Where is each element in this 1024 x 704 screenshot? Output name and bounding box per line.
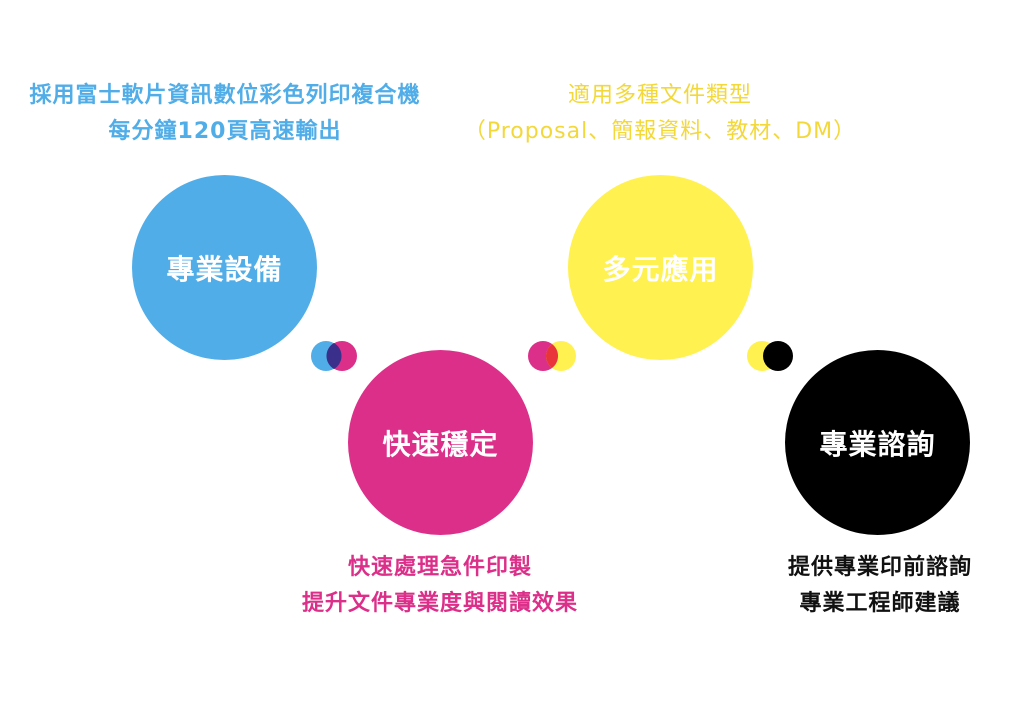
circle-label: 專業諮詢 [819,427,936,461]
caption-line: 每分鐘120頁高速輸出 [108,119,342,144]
caption-line: （Proposal、簡報資料、教材、DM） [463,119,857,144]
circle-diverse-applications: 多元應用 [568,175,753,360]
caption-fast-stable: 快速處理急件印製 提升文件專業度與閱讀效果 [260,550,620,622]
caption-line: 適用多種文件類型 [567,83,752,108]
caption-applications: 適用多種文件類型 （Proposal、簡報資料、教材、DM） [455,78,865,150]
caption-equipment: 採用富士軟片資訊數位彩色列印複合機 每分鐘120頁高速輸出 [0,78,450,150]
dot-overlap [326,343,342,369]
connector-yellow-black [747,341,793,371]
circle-professional-equipment: 專業設備 [132,175,317,360]
dot-black [763,341,793,371]
caption-line: 採用富士軟片資訊數位彩色列印複合機 [29,83,421,108]
circle-label: 快速穩定 [382,427,499,461]
circle-fast-stable: 快速穩定 [348,350,533,535]
circle-label: 多元應用 [602,252,719,286]
caption-line: 提供專業印前諮詢 [787,555,972,580]
caption-consulting: 提供專業印前諮詢 專業工程師建議 [740,550,1020,622]
dot-overlap [546,344,558,368]
circle-label: 專業設備 [166,252,283,286]
connector-cyan-magenta [311,341,357,371]
caption-line: 專業工程師建議 [799,591,961,616]
caption-line: 快速處理急件印製 [347,555,532,580]
connector-magenta-yellow [528,341,576,371]
circle-professional-consulting: 專業諮詢 [785,350,970,535]
caption-line: 提升文件專業度與閱讀效果 [301,591,578,616]
